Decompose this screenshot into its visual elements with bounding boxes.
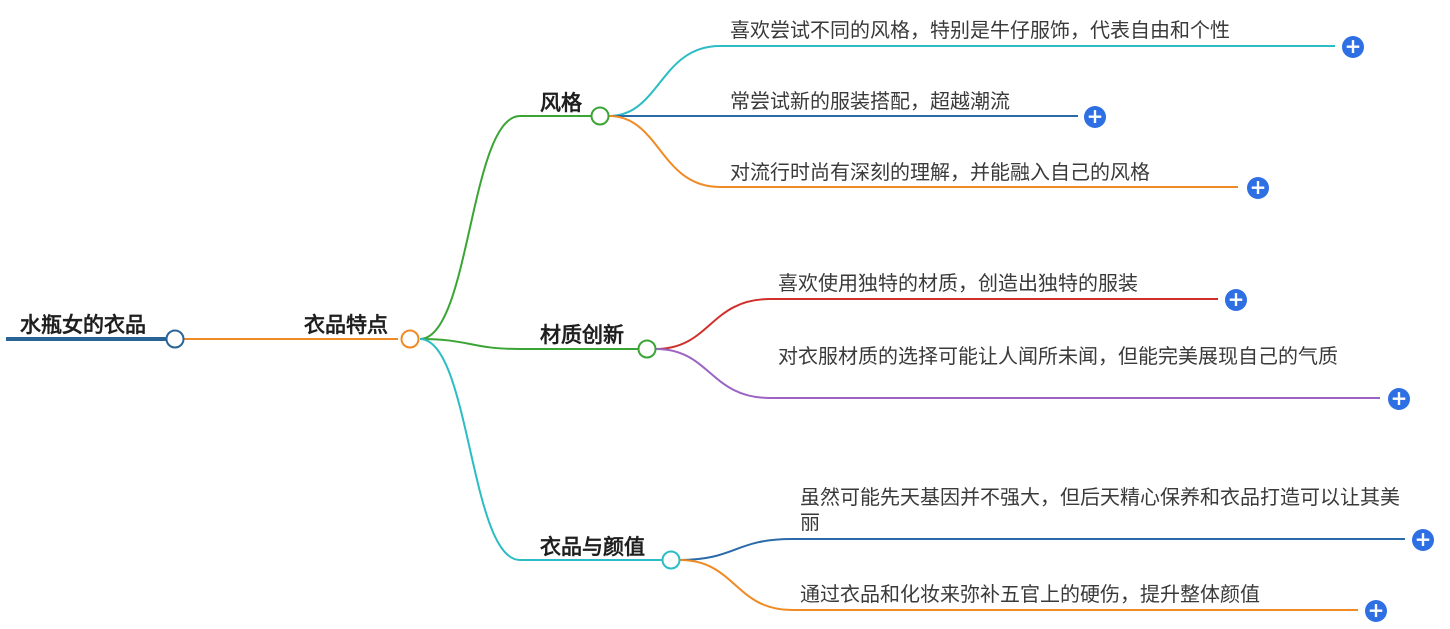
- branch-style-label[interactable]: 风格: [540, 91, 582, 115]
- branch-looks-label[interactable]: 衣品与颜值: [540, 535, 645, 559]
- leaf-style-2[interactable]: 常尝试新的服装搭配，超越潮流: [730, 89, 1010, 113]
- leaf-looks-1[interactable]: 虽然可能先天基因并不强大，但后天精心保养和衣品打造可以让其美丽: [800, 485, 1400, 534]
- link-material-leaf-1: [655, 298, 1218, 350]
- leaf-material-2[interactable]: 对衣服材质的选择可能让人闻所未闻，但能完美展现自己的气质: [778, 344, 1338, 368]
- link-style-leaf-3: [608, 115, 1238, 188]
- looks-node-dot[interactable]: [661, 550, 681, 570]
- link-level1-looks: [419, 338, 662, 561]
- expand-plus-icon[interactable]: +: [1365, 600, 1387, 622]
- expand-plus-icon[interactable]: +: [1412, 529, 1434, 551]
- branch-material-label[interactable]: 材质创新: [540, 323, 624, 347]
- link-looks-leaf-2: [679, 559, 1358, 611]
- link-level1-style: [419, 115, 592, 340]
- link-material-leaf-2: [655, 348, 1380, 399]
- level1-node-label[interactable]: 衣品特点: [304, 313, 388, 337]
- material-node-dot[interactable]: [637, 339, 657, 359]
- expand-plus-icon[interactable]: +: [1388, 388, 1410, 410]
- expand-plus-icon[interactable]: +: [1225, 289, 1247, 311]
- link-level1-material: [419, 338, 638, 350]
- expand-plus-icon[interactable]: +: [1342, 36, 1364, 58]
- link-looks-leaf-1: [679, 538, 1405, 561]
- style-node-dot[interactable]: [590, 106, 610, 126]
- expand-plus-icon[interactable]: +: [1084, 106, 1106, 128]
- leaf-looks-2[interactable]: 通过衣品和化妆来弥补五官上的硬伤，提升整体颜值: [800, 582, 1260, 606]
- leaf-style-1[interactable]: 喜欢尝试不同的风格，特别是牛仔服饰，代表自由和个性: [730, 18, 1230, 42]
- level1-node-dot[interactable]: [400, 329, 420, 349]
- expand-plus-icon[interactable]: +: [1247, 177, 1269, 199]
- root-node-label[interactable]: 水瓶女的衣品: [20, 313, 146, 337]
- link-style-leaf-1: [608, 45, 1335, 117]
- leaf-material-1[interactable]: 喜欢使用独特的材质，创造出独特的服装: [778, 271, 1138, 295]
- root-node-dot[interactable]: [165, 329, 185, 349]
- leaf-style-3[interactable]: 对流行时尚有深刻的理解，并能融入自己的风格: [730, 160, 1150, 184]
